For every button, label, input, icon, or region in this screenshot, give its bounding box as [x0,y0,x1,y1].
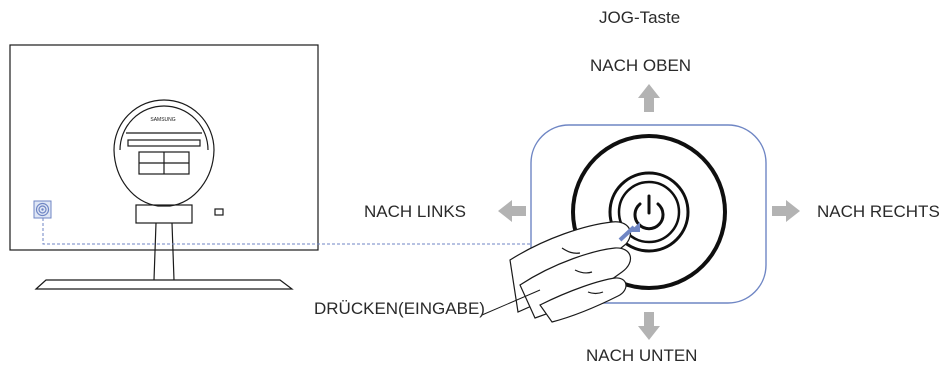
label-down: NACH UNTEN [586,346,698,365]
hand-icon [509,221,632,323]
connector-dashed-line [42,218,537,245]
stand-ring-inner [119,105,209,151]
monitor-brand: SAMSUNG [150,117,175,123]
monitor-jog-button-icon [33,200,52,219]
label-right: NACH RECHTS [817,202,940,221]
diagram-title: JOG-Taste [599,8,681,27]
arrow-down-icon [638,312,660,340]
stand-pole [153,222,175,281]
stand-ring [113,99,215,207]
arrow-up-icon [638,84,660,112]
arrow-left-icon [498,200,526,222]
label-press: DRÜCKEN(EINGABE) [314,299,485,318]
press-pointer-line [481,289,541,316]
stand-base [34,279,294,290]
monitor-frame [9,44,319,251]
power-icon [633,194,665,231]
arrow-right-icon [772,200,800,222]
label-up: NACH OBEN [590,56,692,75]
stand-neck [135,204,193,224]
label-left: NACH LINKS [364,202,467,221]
monitor-back [9,44,319,290]
